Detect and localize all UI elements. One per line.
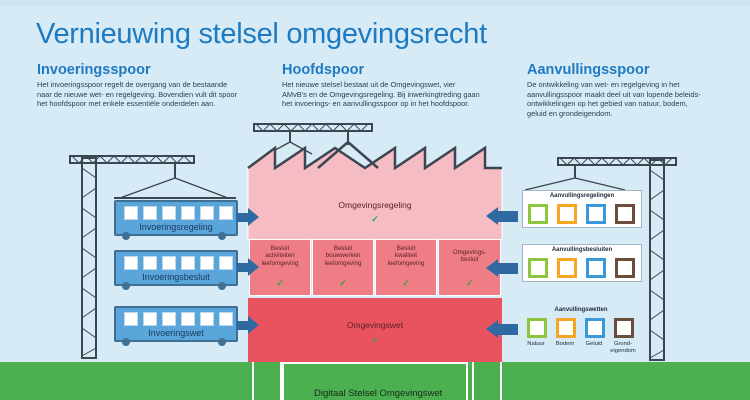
right-crane-jib [557, 157, 677, 166]
label-grondeigendom: Grond-eigendom [610, 341, 636, 354]
rack-label: Aanvullingsbesluiten [551, 247, 613, 253]
text-invoeringsspoor: Het invoeringsspoor regelt de overgang v… [37, 80, 238, 109]
square-bodem-icon [556, 318, 576, 338]
heading-invoeringsspoor: Invoeringsspoor [37, 62, 151, 78]
left-crane-jib [69, 155, 195, 164]
arrow-right-icon [236, 208, 259, 226]
omgevingsregeling-label: Omgevingsregeling [338, 200, 412, 210]
page-title: Vernieuwing stelsel omgevingsrecht [36, 18, 487, 50]
check-icon: ✓ [465, 278, 474, 288]
rack-label: Aanvullingswetten [554, 307, 608, 313]
wagon-invoeringsregeling: Invoeringsregeling [114, 200, 238, 236]
square-geluid-icon [585, 318, 605, 338]
ground-pillar-left [252, 362, 282, 400]
label-geluid: Geluid [585, 341, 603, 347]
text-hoofdspoor: Het nieuwe stelsel bestaat uit de Omgevi… [282, 80, 480, 109]
square-natuur-icon [528, 258, 548, 278]
square-natuur-icon [528, 204, 548, 224]
square-grondeigendom-icon [615, 258, 635, 278]
square-geluid-icon [586, 204, 606, 224]
square-grondeigendom-icon [614, 318, 634, 338]
ground-pillar-right [472, 362, 502, 400]
top-strip [0, 0, 750, 6]
box-label: Omgevings-besluit [452, 249, 487, 264]
arrow-left-icon [486, 320, 518, 338]
heading-hoofdspoor: Hoofdspoor [282, 62, 365, 78]
heading-aanvullingsspoor: Aanvullingsspoor [527, 62, 650, 78]
square-geluid-icon [586, 258, 606, 278]
square-bodem-icon [557, 204, 577, 224]
check-icon: ✓ [402, 278, 410, 288]
arrow-left-icon [486, 207, 518, 225]
ground-digitaal-stelsel [0, 362, 750, 400]
ground-center-frame [282, 362, 468, 400]
text-aanvullingsspoor: De ontwikkeling van wet- en regelgeving … [527, 80, 701, 118]
square-bodem-icon [557, 258, 577, 278]
arrow-left-icon [486, 259, 518, 277]
check-icon: ✓ [371, 335, 379, 345]
right-crane-mast [649, 159, 665, 361]
omgevingswet-block: Omgevingswet ✓ [248, 298, 502, 362]
middle-crane-jib [253, 123, 373, 132]
label-natuur: Natuur [527, 341, 545, 347]
square-natuur-icon [527, 318, 547, 338]
wagon-label: Invoeringsbesluit [142, 272, 210, 282]
left-crane-mast [81, 157, 97, 359]
check-icon: ✓ [276, 278, 284, 288]
wagon-label: Invoeringswet [148, 328, 204, 338]
arrow-right-icon [236, 258, 259, 276]
omgevingsregeling-block: Omgevingsregeling ✓ [248, 190, 502, 238]
wagon-invoeringsbesluit: Invoeringsbesluit [114, 250, 238, 286]
check-icon: ✓ [339, 278, 347, 288]
rack-aanvullingsregelingen: Aanvullingsregelingen [522, 190, 642, 228]
wagon-invoeringswet: Invoeringswet [114, 306, 238, 342]
ground-label: Digitaal Stelsel Omgevingswet [314, 388, 443, 399]
arrow-right-icon [236, 316, 259, 334]
omgevingswet-label: Omgevingswet [346, 320, 404, 330]
check-icon: ✓ [371, 214, 379, 224]
label-bodem: Bodem [555, 341, 575, 347]
rack-aanvullingswetten: Aanvullingswetten Natuur Bodem Geluid Gr… [522, 305, 640, 354]
rack-aanvullingsbesluiten: Aanvullingsbesluiten [522, 244, 642, 282]
wagon-label: Invoeringsregeling [139, 222, 213, 232]
rack-label: Aanvullingsregelingen [549, 193, 615, 199]
square-grondeigendom-icon [615, 204, 635, 224]
